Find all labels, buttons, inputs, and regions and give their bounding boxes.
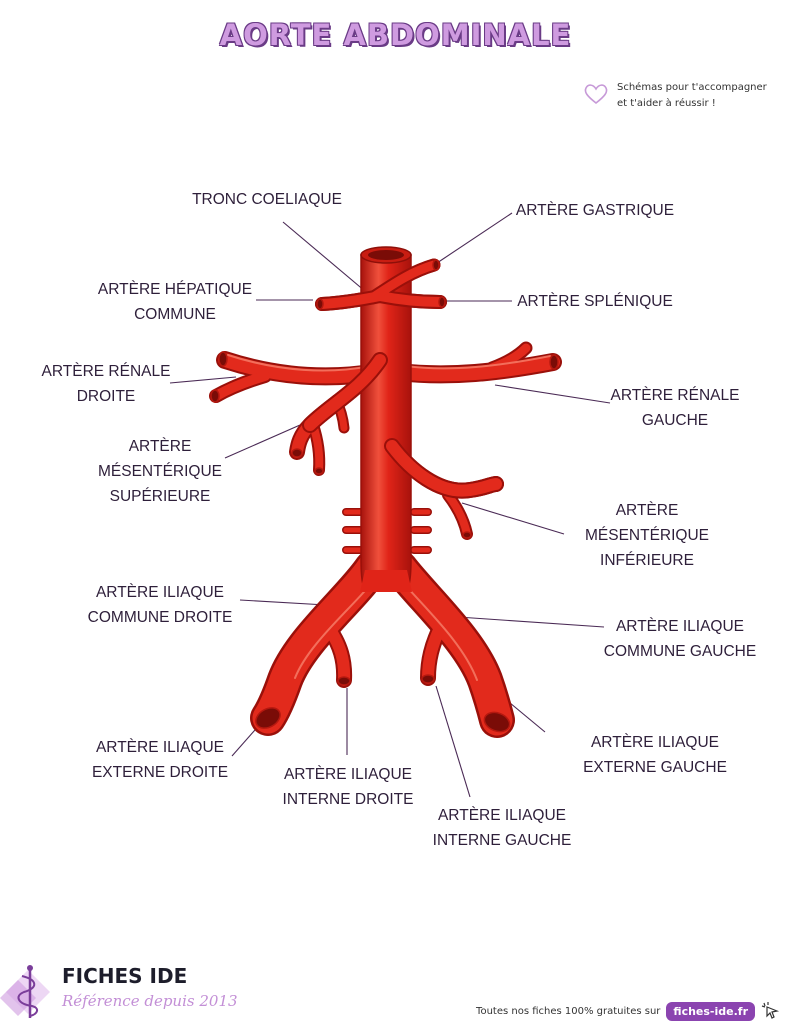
cursor-click-icon xyxy=(761,1002,780,1019)
vessel-openings xyxy=(210,259,559,733)
label-artere-splenique: ARTÈRE SPLÉNIQUE xyxy=(517,293,673,310)
caduceus-logo-icon xyxy=(0,965,50,1018)
label-artere-gastrique: ARTÈRE GASTRIQUE xyxy=(515,202,675,219)
page-title: AORTE ABDOMINALE xyxy=(219,18,572,52)
footer: Toutes nos fiches 100% gratuites sur fic… xyxy=(476,1001,781,1021)
brand-logo: FICHES IDE Référence depuis 2013 xyxy=(0,958,240,1024)
label-tronc-coeliaque: TRONC COELIAQUE xyxy=(192,191,342,208)
tagline-line-1: Schémas pour t'accompagner xyxy=(617,82,767,93)
brand-name: FICHES IDE xyxy=(62,964,188,988)
brand-since: Référence depuis 2013 xyxy=(62,992,238,1010)
site-link[interactable]: fiches-ide.fr xyxy=(666,1001,755,1021)
heart-icon xyxy=(584,84,608,105)
leader-lines xyxy=(169,212,611,798)
footer-text: Toutes nos fiches 100% gratuites sur xyxy=(476,1005,661,1017)
tagline-line-2: et t'aider à réussir ! xyxy=(617,98,716,109)
